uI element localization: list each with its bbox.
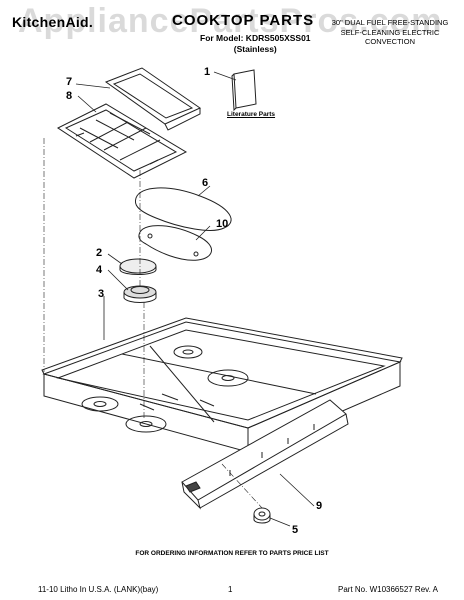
burner-grate-part[interactable] (57, 103, 188, 179)
callout-8: 8 (66, 90, 73, 102)
grill-cover-part[interactable] (134, 187, 232, 231)
page-number: 1 (228, 585, 233, 594)
ordering-note: FOR ORDERING INFORMATION REFER TO PARTS … (135, 550, 329, 557)
gasket-part[interactable] (138, 225, 212, 261)
model-variant: (Stainless) (233, 44, 277, 54)
watermark: AppliancePartsPros.com (18, 2, 443, 40)
callout-2: 2 (96, 247, 103, 259)
callout-1: 1 (204, 66, 211, 78)
callout-10: 10 (216, 218, 229, 230)
griddle-part[interactable] (104, 67, 202, 131)
control-panel-part[interactable] (181, 399, 349, 510)
literature-booklet[interactable] (231, 69, 257, 112)
callout-5: 5 (292, 524, 299, 536)
callout-9: 9 (316, 500, 323, 512)
brand-logo: KitchenAid. (12, 14, 94, 30)
control-knob-part[interactable] (253, 507, 271, 524)
model-info: For Model: KDRS505XSS01 (Stainless) (200, 33, 311, 55)
part-number: Part No. W10366527 Rev. A (338, 585, 438, 594)
callout-7: 7 (66, 76, 73, 88)
callout-3: 3 (98, 288, 105, 300)
page-title: COOKTOP PARTS (172, 12, 315, 29)
literature-parts-label: Literature Parts (227, 111, 276, 118)
product-description: 30" DUAL FUEL FREE-STANDING SELF-CLEANIN… (331, 18, 449, 46)
cooktop-main-part[interactable] (41, 317, 403, 453)
print-info: 11-10 Litho In U.S.A. (LANK)(bay) (38, 585, 159, 594)
model-line: For Model: KDRS505XSS01 (200, 33, 311, 43)
callout-4: 4 (96, 264, 103, 276)
callout-6: 6 (202, 177, 209, 189)
burner-base-part[interactable] (123, 285, 157, 303)
burner-cap-part[interactable] (119, 258, 157, 275)
